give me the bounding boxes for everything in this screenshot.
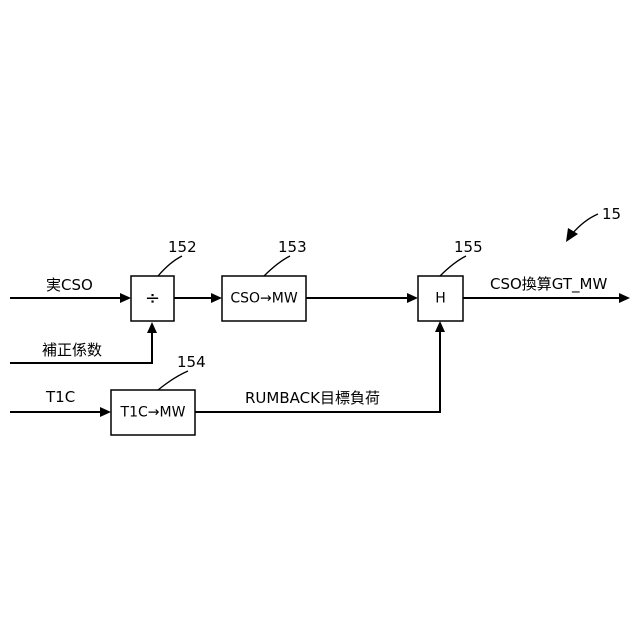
figure-ref-leader: [572, 214, 598, 234]
t1c-to-mw-ref-number: 154: [177, 353, 206, 371]
input-label-t1c: T1C: [45, 388, 75, 406]
arrowhead-divider-bottom: [147, 322, 157, 333]
runback-target-load-label: RUMBACK目標負荷: [245, 389, 380, 407]
high-select-ref-leader: [440, 256, 466, 276]
cso-to-mw-label: CSO→MW: [230, 291, 297, 307]
cso-to-mw-ref-leader: [264, 256, 290, 276]
cso-to-mw-ref-number: 153: [278, 238, 307, 256]
arrowhead-high-select-input: [407, 293, 418, 303]
figure-ref-label: 15: [602, 205, 621, 223]
arrowhead-t1c-mw-input: [100, 407, 111, 417]
high-select-ref-number: 155: [454, 238, 483, 256]
divider-ref-number: 152: [168, 238, 197, 256]
input-label-actual-cso: 実CSO: [46, 276, 93, 294]
arrowhead-divider-input: [120, 293, 131, 303]
t1c-to-mw-ref-leader: [158, 371, 188, 390]
input-label-correction-coefficient: 補正係数: [42, 341, 102, 359]
t1c-to-mw-label: T1C→MW: [120, 405, 186, 421]
arrowhead-output: [619, 293, 630, 303]
arrowhead-high-select-bottom: [435, 321, 445, 332]
arrowhead-cso-mw-input: [211, 293, 222, 303]
output-label: CSO換算GT_MW: [490, 275, 607, 294]
divider-ref-leader: [158, 256, 182, 276]
divider-symbol: ÷: [145, 288, 160, 309]
high-select-label: H: [435, 291, 446, 307]
